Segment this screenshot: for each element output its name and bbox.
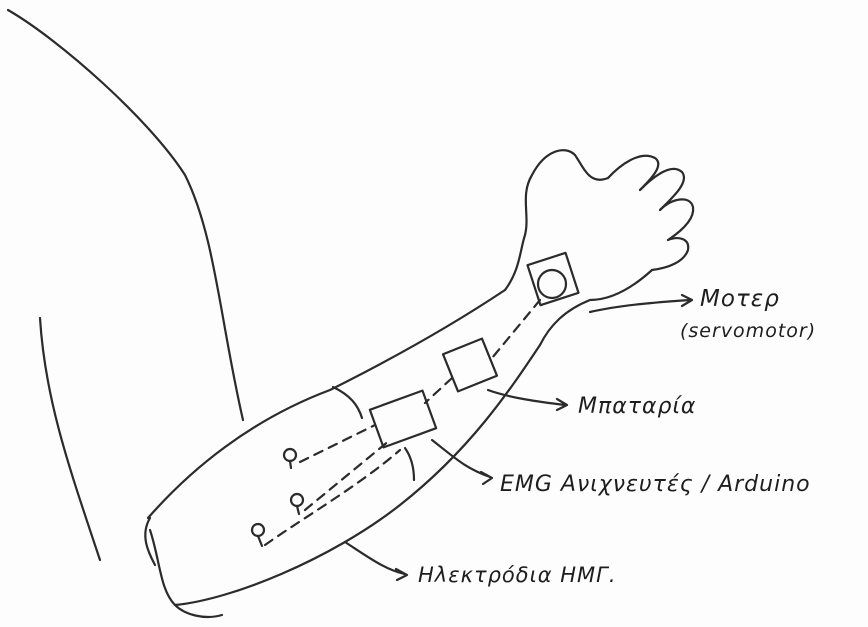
electrode-3-stem [258, 536, 262, 546]
wrist-outline [505, 150, 608, 290]
emg-label: EMG Ανιχνευτές / Arduino [500, 472, 811, 497]
finger-3 [660, 199, 693, 240]
wire-motor-battery [492, 300, 540, 358]
wire-electrode-3 [265, 450, 400, 545]
motor-label: Μοτερ [700, 286, 780, 312]
finger-2 [640, 169, 684, 210]
battery-box [443, 339, 497, 392]
finger-1 [608, 156, 658, 190]
electrode-1-stem [290, 461, 291, 468]
finger-4 [652, 238, 688, 270]
palm-lower [540, 270, 652, 345]
electrode-1 [284, 449, 296, 461]
motor-sublabel: (servomotor) [680, 320, 816, 342]
motor-circle [538, 270, 566, 298]
electrode-2 [291, 494, 303, 506]
elbow-curve [145, 518, 222, 617]
electrodes-label: Ηλεκτρόδια ΗΜΓ. [418, 563, 617, 587]
wire-electrode-2 [305, 440, 390, 510]
torso-outline [40, 318, 100, 560]
arrow-battery [488, 390, 567, 410]
arrow-electrodes [345, 542, 407, 580]
cuff-line-1 [333, 387, 362, 418]
emg-box [370, 391, 436, 448]
wire-electrode-1 [300, 425, 375, 462]
electrode-2-stem [297, 506, 299, 514]
electrode-3 [252, 524, 264, 536]
battery-label: Μπαταρία [578, 394, 696, 419]
wire-battery-emg [425, 378, 452, 403]
forearm-top-contour [148, 290, 505, 518]
cuff-line-2 [405, 448, 414, 480]
